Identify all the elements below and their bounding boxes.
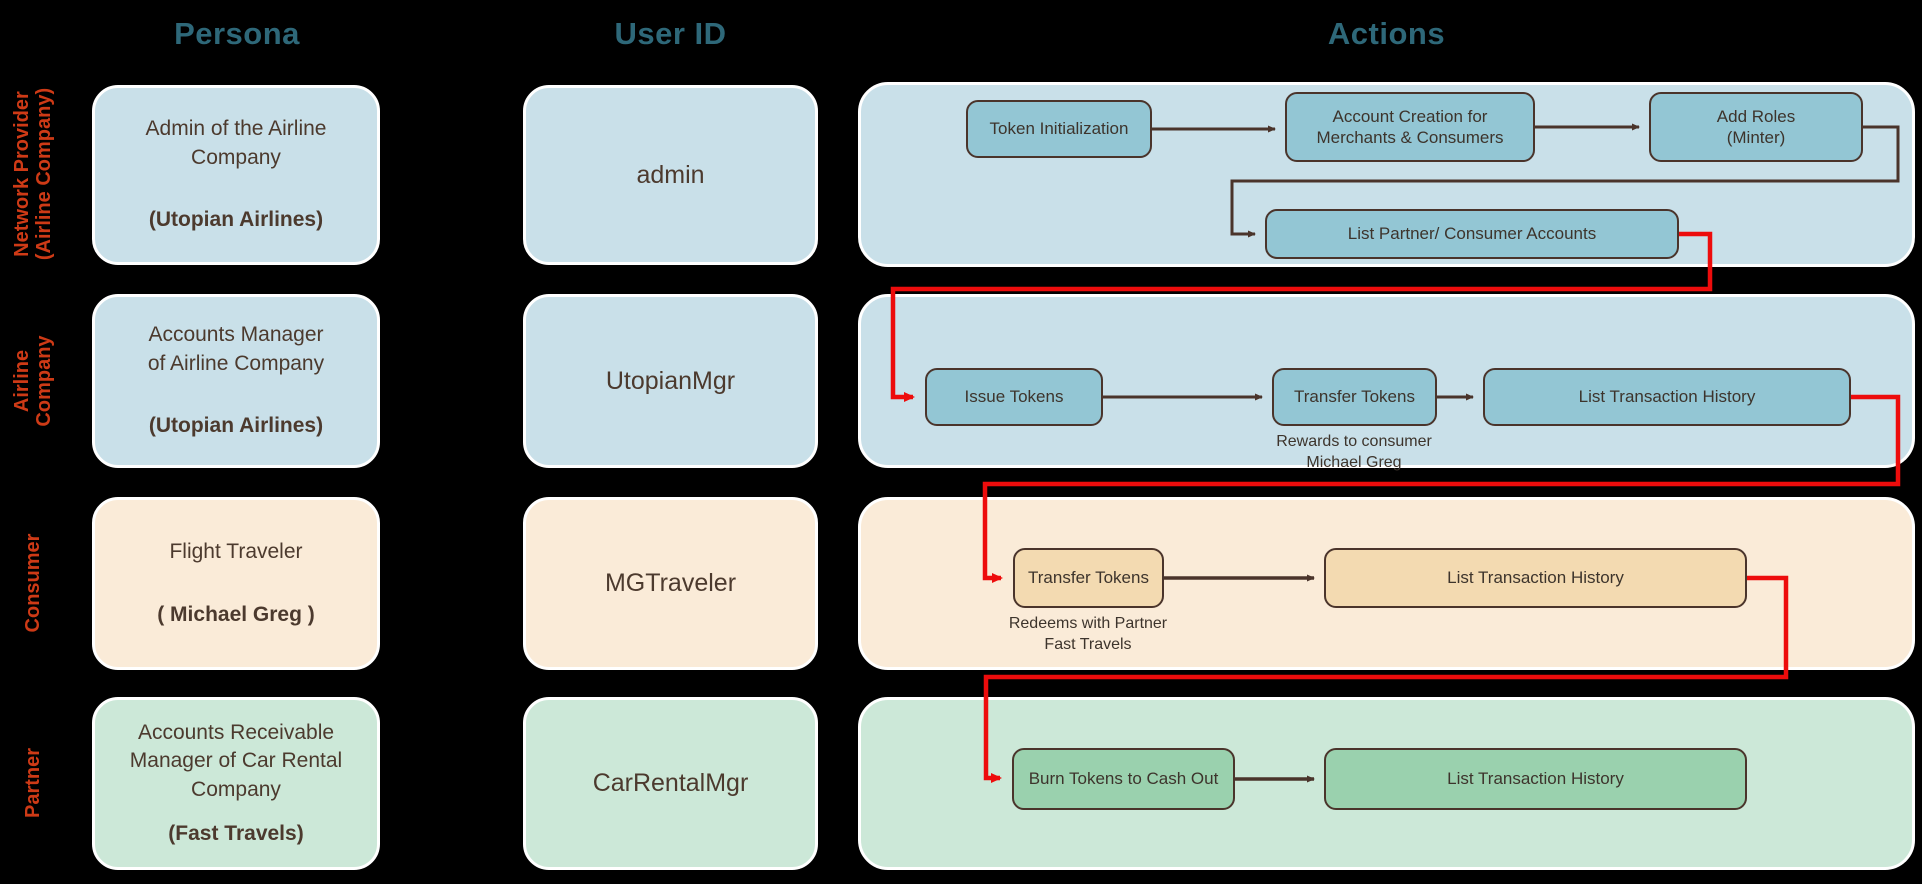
- column-header-user-id: User ID: [614, 16, 727, 51]
- persona-subtitle: (Fast Travels): [168, 821, 304, 845]
- action-box-transfer-tokens-consumer: Transfer Tokens: [1013, 548, 1164, 608]
- userid-value: UtopianMgr: [605, 366, 736, 395]
- userid-card-mgtraveler: MGTraveler: [523, 497, 818, 670]
- group-label-consumer: Consumer: [22, 533, 44, 633]
- persona-title: Admin of the Airline Company: [145, 117, 327, 169]
- persona-title: Accounts Receivable Manager of Car Renta…: [129, 720, 343, 801]
- action-box-burn-tokens: Burn Tokens to Cash Out: [1012, 748, 1235, 810]
- persona-subtitle: (Utopian Airlines): [148, 414, 324, 438]
- persona-title: Accounts Manager of Airline Company: [147, 323, 325, 375]
- group-label-airline-company: Airline Company: [11, 335, 55, 427]
- action-box-transfer-tokens-airline: Transfer Tokens: [1272, 368, 1437, 426]
- action-box-list-transaction-history-airline: List Transaction History: [1483, 368, 1851, 426]
- action-box-list-transaction-history-partner: List Transaction History: [1324, 748, 1747, 810]
- action-box-list-partner-consumer-accounts: List Partner/ Consumer Accounts: [1265, 209, 1679, 259]
- persona-title: Flight Traveler: [169, 540, 303, 564]
- note-rewards-to-consumer: Rewards to consumer Michael Greg: [1276, 433, 1432, 471]
- action-box-issue-tokens: Issue Tokens: [925, 368, 1103, 426]
- userid-value: admin: [636, 160, 705, 189]
- userid-card-admin: admin: [523, 85, 818, 265]
- note-redeems-with-partner: Redeems with Partner Fast Travels: [1008, 615, 1168, 653]
- action-box-account-creation: Account Creation for Merchants & Consume…: [1285, 92, 1535, 162]
- userid-card-utopianmgr: UtopianMgr: [523, 294, 818, 468]
- action-box-add-roles: Add Roles (Minter): [1649, 92, 1863, 162]
- group-label-network-provider: Network Provider (Airline Company): [11, 87, 55, 261]
- group-label-partner: Partner: [22, 747, 44, 819]
- userid-value: MGTraveler: [604, 569, 737, 597]
- persona-subtitle: (Utopian Airlines): [148, 208, 324, 232]
- column-header-persona: Persona: [174, 16, 300, 51]
- action-box-token-initialization: Token Initialization: [966, 100, 1152, 158]
- persona-card-accounts-manager: Accounts Manager of Airline Company (Uto…: [92, 294, 380, 468]
- persona-card-accounts-receivable: Accounts Receivable Manager of Car Renta…: [92, 697, 380, 870]
- action-box-list-transaction-history-consumer: List Transaction History: [1324, 548, 1747, 608]
- column-header-actions: Actions: [1327, 16, 1446, 51]
- userid-card-carrentalmgr: CarRentalMgr: [523, 697, 818, 870]
- persona-card-flight-traveler: Flight Traveler ( Michael Greg ): [92, 497, 380, 670]
- persona-card-admin: Admin of the Airline Company (Utopian Ai…: [92, 85, 380, 265]
- persona-subtitle: ( Michael Greg ): [157, 602, 315, 626]
- userid-value: CarRentalMgr: [592, 769, 749, 797]
